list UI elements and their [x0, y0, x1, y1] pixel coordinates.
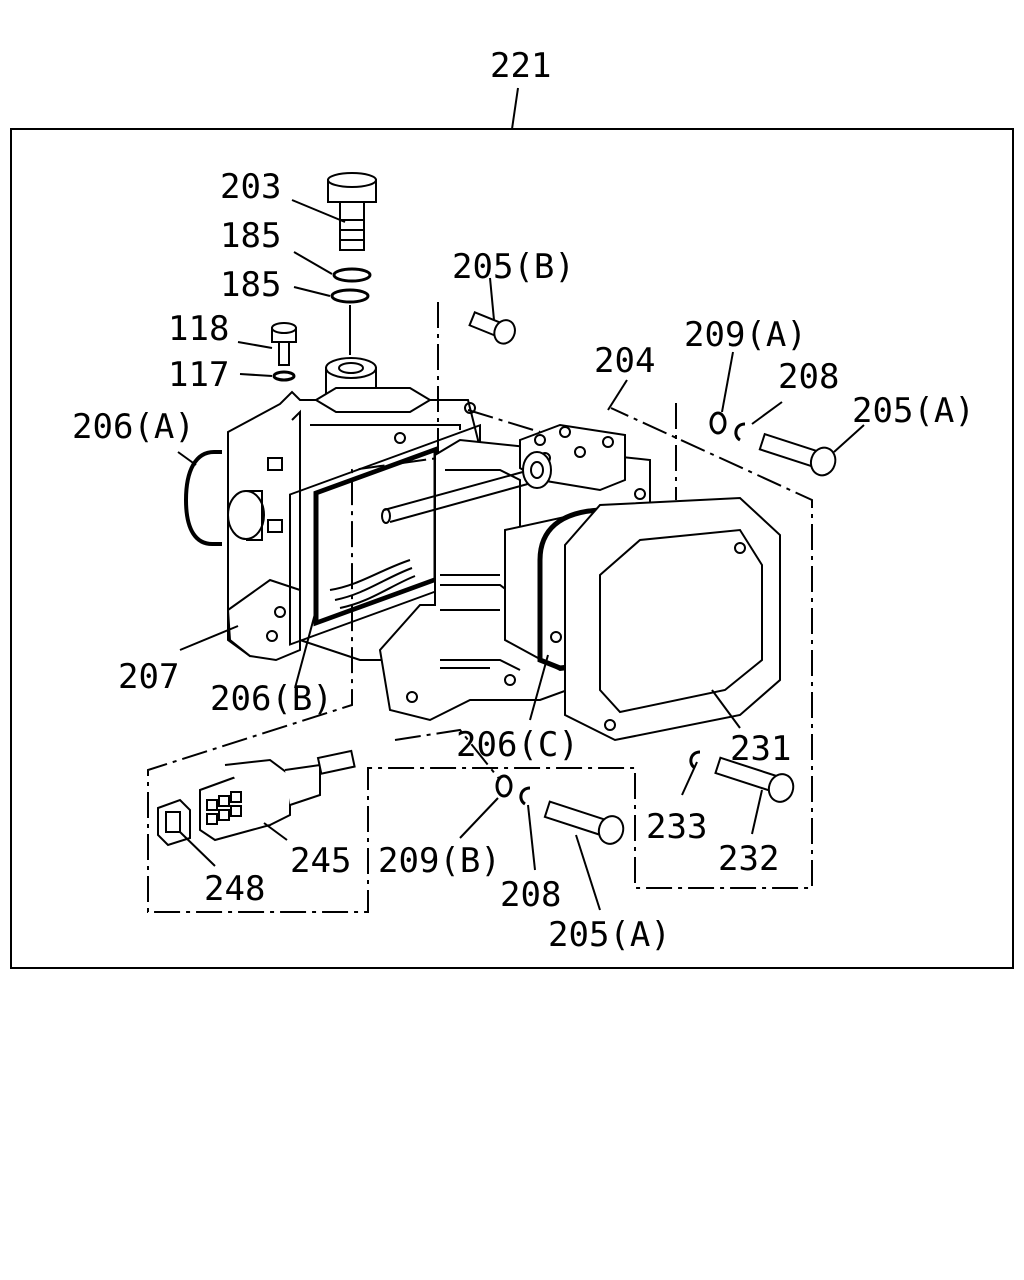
housing-204 [519, 423, 626, 492]
label-185-b: 185 [220, 265, 281, 305]
label-205b: 205(B) [452, 247, 575, 287]
washer-209a [709, 411, 727, 435]
assembly-leader [511, 87, 519, 130]
cover-231 [564, 496, 781, 742]
clip-208-top [734, 422, 746, 442]
label-118: 118 [168, 309, 229, 349]
alignment-lines [147, 302, 813, 913]
clip-208-bottom [519, 786, 531, 806]
label-assembly: 221 [490, 46, 551, 86]
screw-205a-bottom [543, 800, 625, 845]
washer-209b [495, 774, 513, 798]
label-207: 207 [118, 657, 179, 697]
label-185-a: 185 [220, 216, 281, 256]
label-248: 248 [204, 869, 265, 909]
label-206b: 206(B) [210, 679, 333, 719]
label-203: 203 [220, 167, 281, 207]
bolt-232 [714, 756, 795, 803]
washer-117 [272, 370, 296, 382]
connector-245 [199, 749, 356, 842]
screw-205b [468, 310, 516, 345]
label-209a: 209(A) [684, 315, 807, 355]
label-205a-bottom: 205(A) [548, 915, 671, 955]
clip-233 [689, 750, 701, 770]
label-117: 117 [168, 355, 229, 395]
label-245: 245 [290, 841, 351, 881]
label-208-top: 208 [778, 357, 839, 397]
oring-206a [183, 450, 222, 547]
label-232: 232 [718, 839, 779, 879]
label-205a-top: 205(A) [852, 391, 975, 431]
washer-185-a [332, 267, 372, 283]
bracket-207 [226, 578, 301, 662]
label-204: 204 [594, 341, 655, 381]
label-231: 231 [730, 729, 791, 769]
label-206a: 206(A) [72, 407, 195, 447]
label-206c: 206(C) [456, 725, 579, 765]
washer-185-b [330, 288, 370, 304]
label-233: 233 [646, 807, 707, 847]
leader-lines [179, 199, 865, 911]
label-209b: 209(B) [378, 841, 501, 881]
screw-205a-top [758, 432, 837, 477]
bolt-118 [271, 322, 297, 366]
bolt-203 [327, 172, 377, 251]
label-208-bottom: 208 [500, 875, 561, 915]
